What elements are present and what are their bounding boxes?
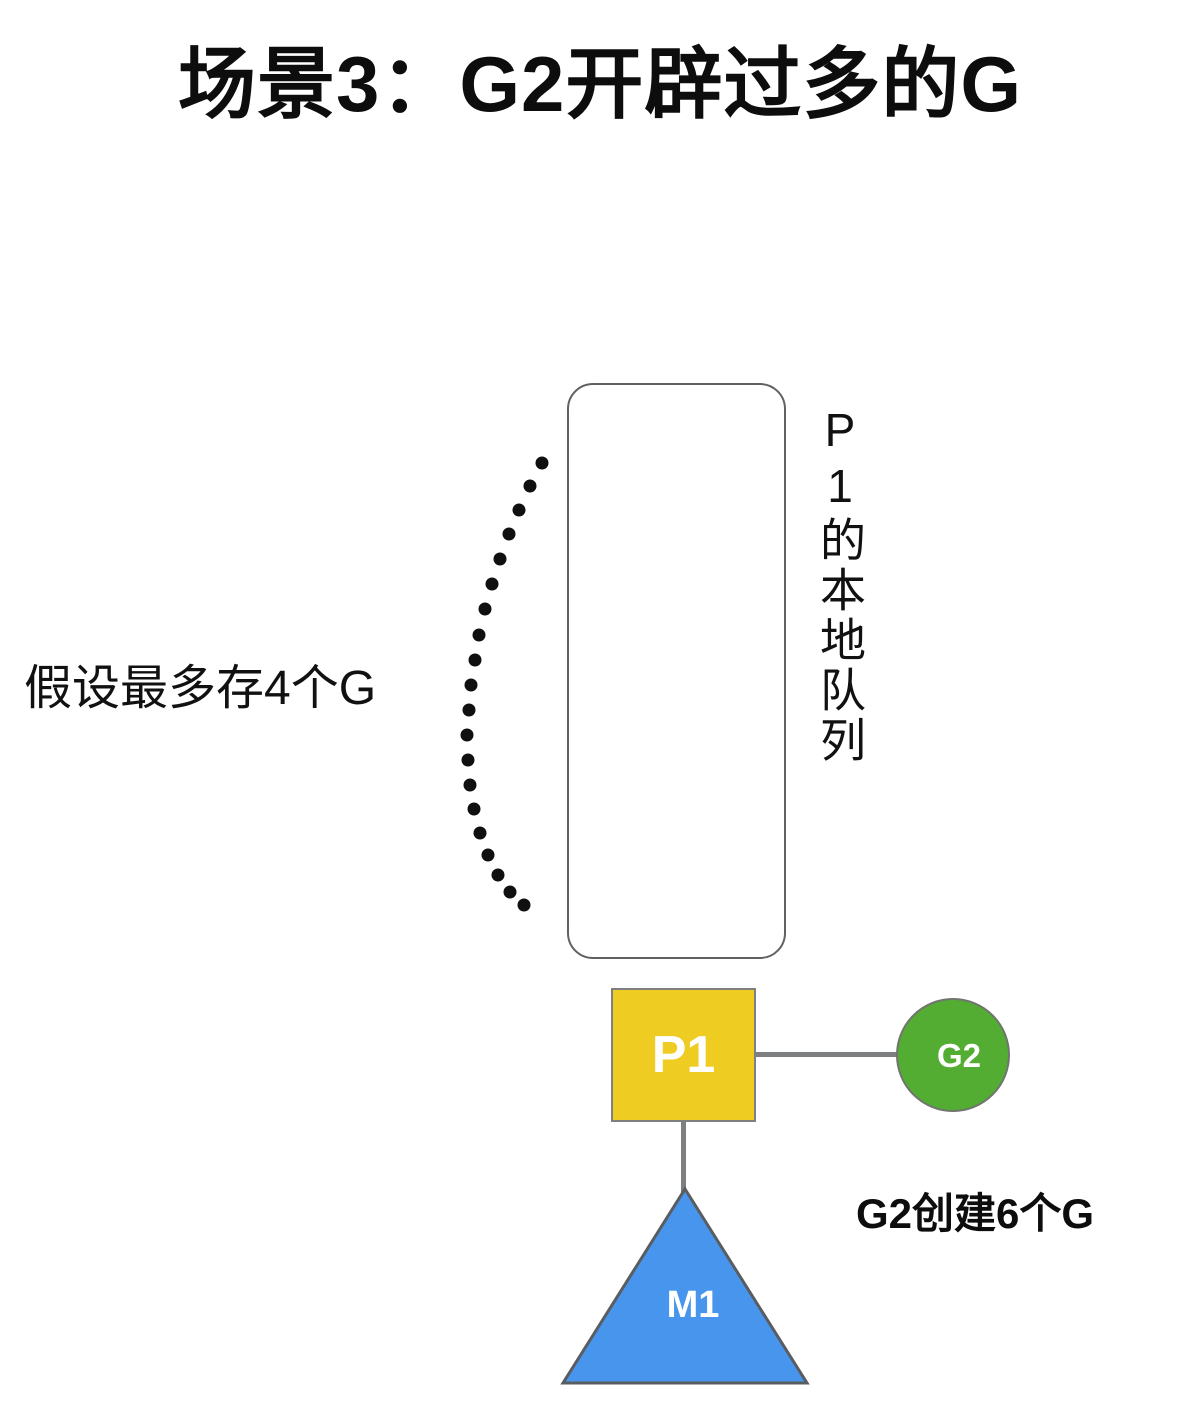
local-run-queue-label: P1的本地队列: [814, 404, 866, 766]
local-run-queue-box: [567, 383, 786, 959]
node-p1-processor[interactable]: P1: [611, 988, 756, 1122]
node-g2-goroutine[interactable]: G2: [896, 998, 1010, 1112]
bottom-annotation-text: G2创建6个G: [856, 1190, 1095, 1237]
node-m1-label: M1: [666, 1284, 720, 1326]
page-title: 场景3：G2开辟过多的G: [177, 40, 1023, 128]
connector-p1-to-m1: [681, 1122, 686, 1192]
node-p1-label: P1: [651, 1026, 716, 1084]
connector-p1-to-g2: [756, 1052, 898, 1057]
node-g2-label: G2: [936, 1036, 982, 1074]
node-m1-machine[interactable]: [560, 1186, 810, 1386]
left-annotation-text: 假设最多存4个G: [24, 662, 377, 715]
